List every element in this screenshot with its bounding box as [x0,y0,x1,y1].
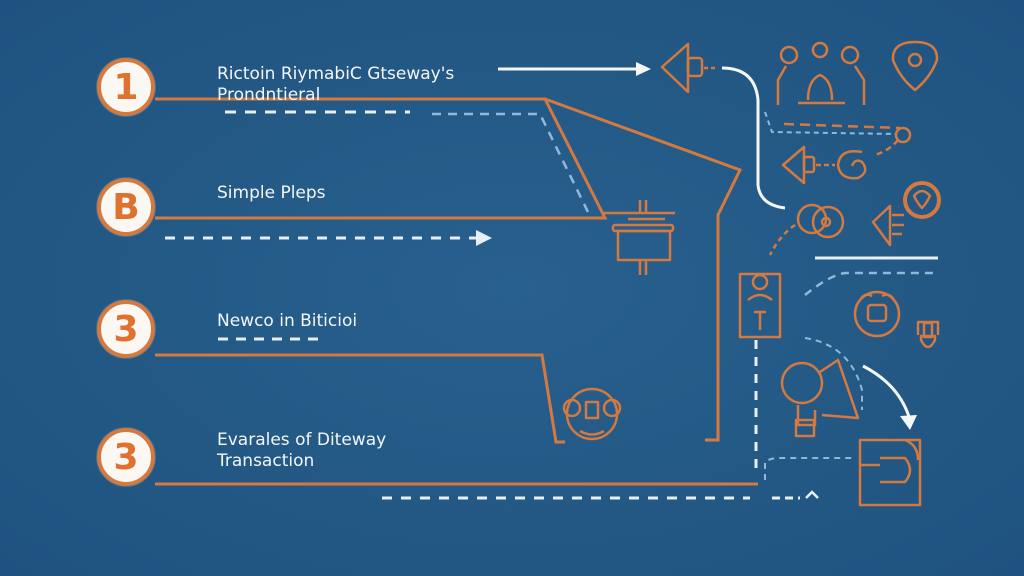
step-1-inner-connector [155,98,608,220]
ornament-face-icon [562,387,622,441]
step-1-title-line-1: Rictoin RiymabiC Gtseway's [217,64,455,84]
top-blue-dash [764,111,896,135]
curved-arrow-line [862,364,912,421]
step-1-title: Rictoin RiymabiC Gtseway's Prondntieral [217,64,454,106]
person-triangle-icon [780,358,860,438]
step-1-dash-blue [432,112,590,213]
megaphone-small-icon [871,204,904,247]
lower-dash-curve [764,457,855,480]
step-3-title-line-1: Newco in Biticioi [217,311,358,331]
step-2-badge: B [97,178,155,236]
right-dash-curve [804,271,935,296]
robot-face-icon [853,290,901,338]
step-3-title: Newco in Biticioi [217,311,357,332]
step-1-badge: 1 [97,58,155,116]
middle-dash-curve [804,337,863,410]
people-group-icon [776,41,866,105]
step-4-title-line-2: Transaction [217,451,315,471]
document-person-icon [738,272,782,339]
circuit-box-icon [604,200,675,275]
step-4-badge: 3 [97,428,155,486]
step-3-number: 3 [113,308,139,350]
white-flow-curve [721,66,786,210]
step-1-connector [155,97,743,442]
step-1-number: 1 [113,66,139,108]
orange-dash-to-spiral [874,139,899,157]
step-4-title-line-1: Evarales of Diteway [217,430,387,450]
coin-icon [796,203,845,239]
squiggle-mark [805,490,819,499]
orange-dash-down [768,223,796,256]
step-b-arrow-head [476,230,492,246]
lightbulb-shield-icon [891,40,939,92]
step-4-title: Evarales of Diteway Transaction [217,430,386,472]
megaphone-icon [660,42,716,94]
lock-icon [916,320,940,349]
megaphone-spiral-icon [781,145,867,185]
step-2-title-line-1: Simple Pleps [217,183,326,203]
step-3-badge: 3 [97,300,155,358]
step-2-letter: B [112,186,140,228]
step-3-connector [155,353,565,444]
top-arrow-head [636,62,651,76]
step-4-number: 3 [113,436,139,478]
step-1-title-line-2: Prondntieral [217,85,321,105]
tree-badge-icon [903,181,941,219]
curved-arrow-head [900,415,917,430]
machine-box-icon [858,438,922,507]
step-2-title: Simple Pleps [217,183,326,204]
connector-knob [894,126,912,144]
top-orange-dash [783,122,901,130]
